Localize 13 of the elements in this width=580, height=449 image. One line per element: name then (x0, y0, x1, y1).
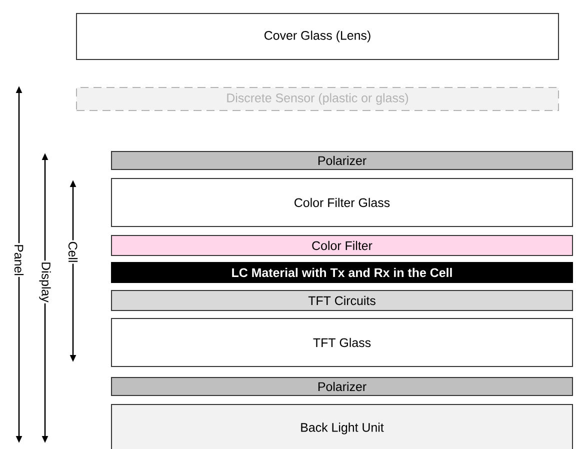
dimension-label: Display (38, 260, 52, 304)
dashed-layer-box: Discrete Sensor (plastic or glass) (76, 87, 559, 111)
layer-box: TFT Glass (111, 318, 573, 367)
layer-box: Back Light Unit (111, 404, 573, 449)
layer-box: Cover Glass (Lens) (76, 13, 559, 60)
layer-box: Color Filter (111, 235, 573, 256)
dimension-label: Cell (67, 240, 79, 264)
layer-box: TFT Circuits (111, 290, 573, 311)
layer-box: Polarizer (111, 151, 573, 170)
layer-box: Polarizer (111, 376, 573, 396)
dimension-label: Panel (13, 243, 25, 277)
layer-box: Color Filter Glass (111, 178, 573, 227)
layer-box: LC Material with Tx and Rx in the Cell (111, 262, 573, 283)
